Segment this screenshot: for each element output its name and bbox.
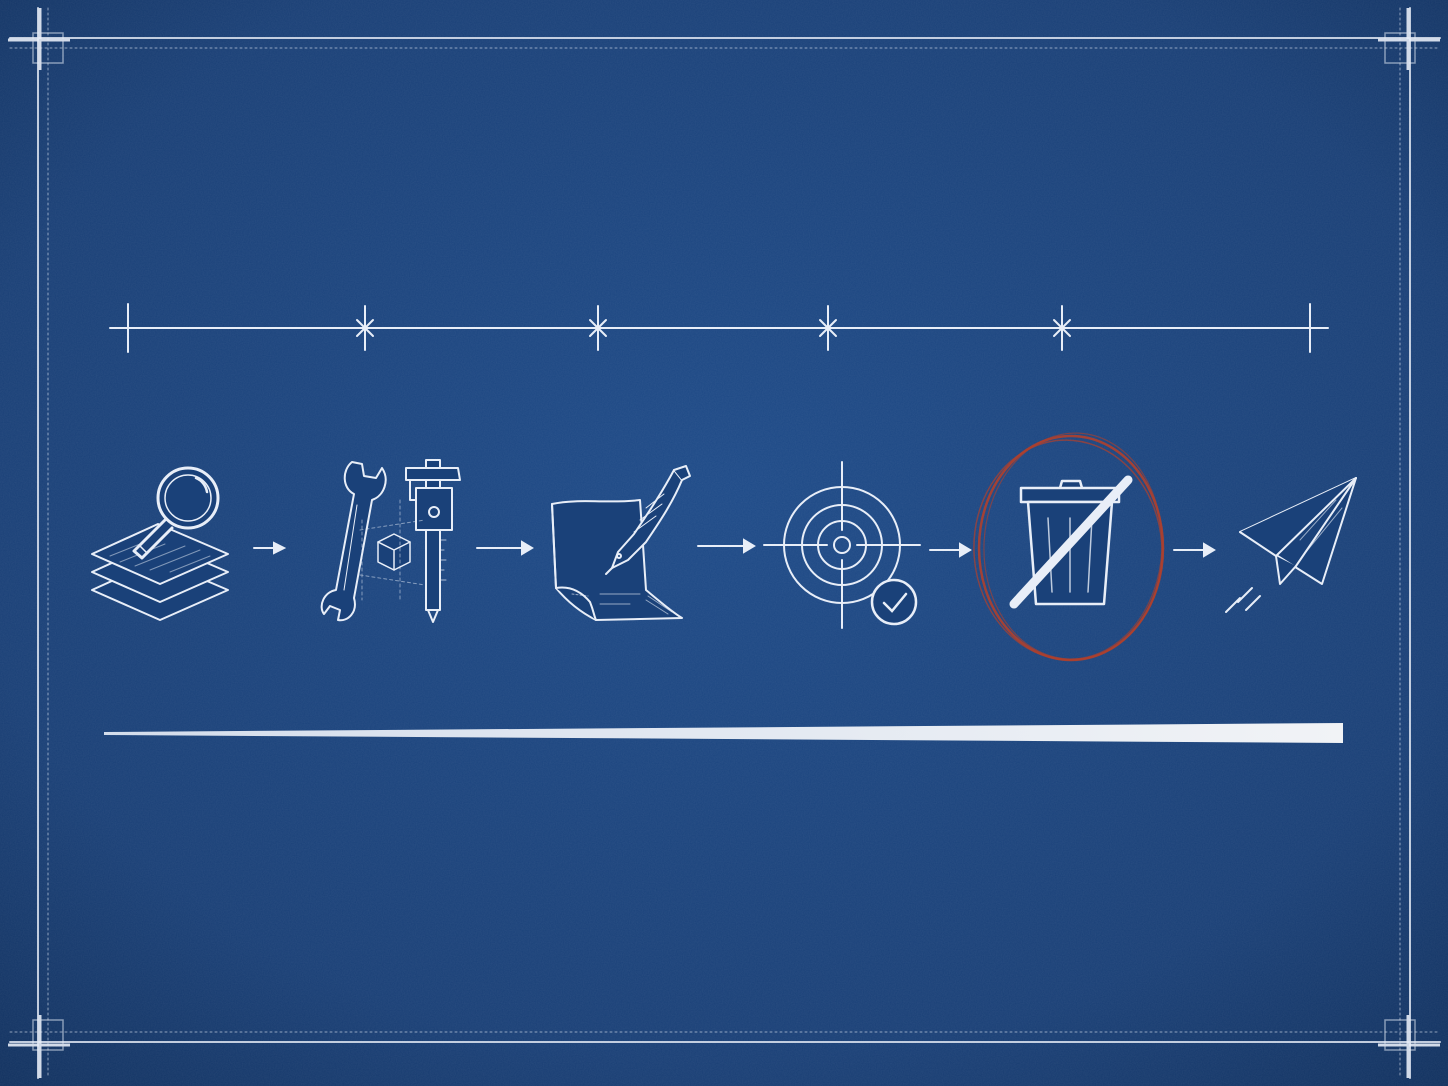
caliper-icon	[405, 459, 461, 623]
flow-connectors	[253, 538, 1216, 558]
arrow-connector-5	[1173, 542, 1216, 558]
timeline-mark-4	[1053, 305, 1071, 351]
arrow-connector-1	[253, 541, 287, 555]
timeline-mark-1	[356, 305, 374, 351]
blueprint-frame	[9, 7, 1441, 1079]
highlight-circle	[973, 432, 1165, 662]
timeline-mark-3	[819, 305, 837, 351]
timeline-mark-2	[589, 305, 607, 351]
trash-can-icon	[1019, 479, 1121, 606]
arrow-connector-4	[929, 542, 972, 558]
wrench-caliper-icon	[320, 459, 461, 623]
arrow-connector-2	[476, 540, 534, 556]
crossed-trash-can-icon	[973, 432, 1165, 662]
layers-magnifier-icon	[91, 466, 229, 621]
target-check-icon	[763, 461, 921, 629]
progress-bar	[104, 723, 1343, 743]
motion-lines	[1225, 587, 1261, 613]
corner-mark-bottom-left	[8, 1015, 70, 1078]
document-quill-icon	[551, 465, 691, 621]
paper-plane-icon	[1225, 477, 1357, 613]
timeline-ruler	[109, 303, 1329, 353]
corner-mark-bottom-right	[1378, 1015, 1440, 1078]
check-badge-icon	[870, 578, 918, 626]
wrench-icon	[320, 461, 387, 622]
corner-mark-top-left	[8, 8, 70, 70]
corner-marks	[8, 8, 1440, 1078]
corner-mark-top-right	[1378, 8, 1440, 70]
arrow-connector-3	[697, 538, 756, 554]
strike-slash	[1009, 475, 1133, 609]
quill-icon	[605, 465, 691, 575]
cube-icon	[377, 533, 411, 571]
